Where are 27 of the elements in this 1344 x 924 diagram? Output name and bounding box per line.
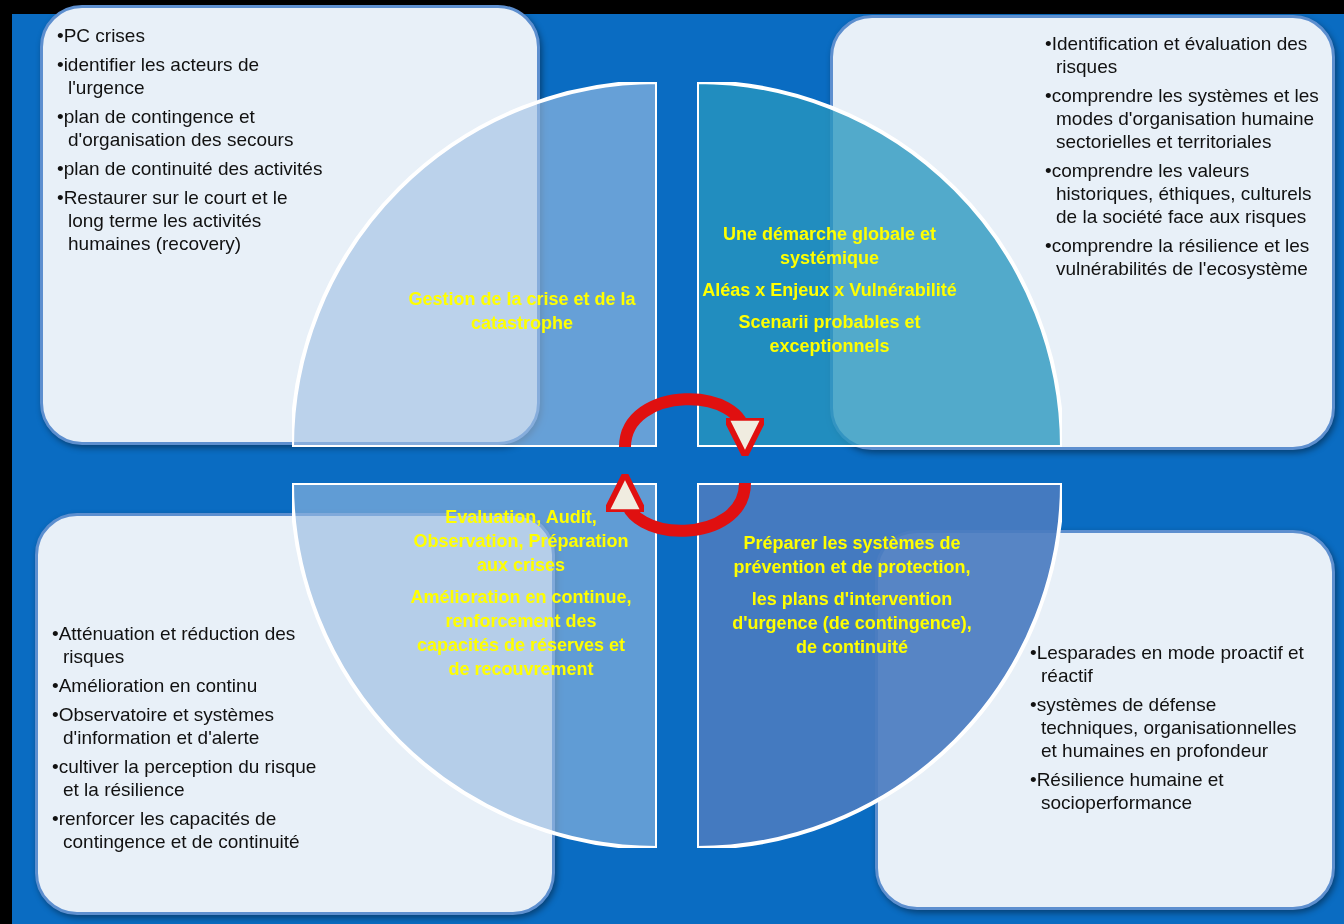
bullet-item: •identifier les acteurs de l'urgence: [57, 53, 261, 99]
bullet-item: •renforcer les capacités de contingence et de continuité: [52, 807, 301, 853]
bullet-item: •Observatoire et systèmes d'information et d'alerte: [52, 703, 276, 749]
quadrant-text: Une démarche globale et systémique: [721, 223, 938, 270]
quadrant-text: Préparer les systèmes de prévention et de protection,: [732, 532, 972, 579]
bullet-item: •plan de continuité des activités: [57, 157, 324, 180]
quadrant-text: Amélioration en continue, renforcement des capacités de réserves et de recouvrement: [410, 586, 632, 681]
bullet-item: •Amélioration en continu: [52, 674, 259, 697]
bullet-item: •Atténuation et réduction des risques: [52, 622, 297, 668]
quadrant-text: Gestion de la crise et de la catastrophe: [407, 288, 637, 335]
quadrant-text: les plans d'intervention d'urgence (de contingence), de continuité: [731, 588, 973, 659]
bullet-item: •Restaurer sur le court et le long terme les activités humaines (recovery): [57, 186, 289, 255]
bullet-item: •comprendre les valeurs historiques, éthiques, culturels de la société face aux risques: [1045, 159, 1313, 228]
bullet-item: •cultiver la perception du risque et la résilience: [52, 755, 318, 801]
bullet-item: •Identification et évaluation des risques: [1045, 32, 1309, 78]
bullet-item: •PC crises: [57, 24, 146, 47]
bullet-item: •comprendre les systèmes et les modes d'organisation humaine sectorielles et territoriales: [1045, 84, 1320, 153]
bullet-item: •Résilience humaine et socioperformance: [1030, 768, 1225, 814]
quadrant-text: Evaluation, Audit, Observation, Préparation aux crises: [412, 506, 630, 577]
cycle-arrow: [619, 393, 763, 459]
quadrant-text: Aléas x Enjeux x Vulnérabilité: [701, 279, 958, 302]
quadrant-text: Scenarii probables et exceptionnels: [737, 311, 922, 358]
bullet-item: •plan de contingence et d'organisation des secours: [57, 105, 295, 151]
bullet-item: •comprendre la résilience et les vulnérabilités de l'ecosystème: [1045, 234, 1311, 280]
bullet-item: •Lesparades en mode proactif et réactif: [1030, 641, 1305, 687]
cycle-arrow: [607, 471, 751, 537]
bullet-item: •systèmes de défense techniques, organisationnelles et humaines en profondeur: [1030, 693, 1298, 762]
